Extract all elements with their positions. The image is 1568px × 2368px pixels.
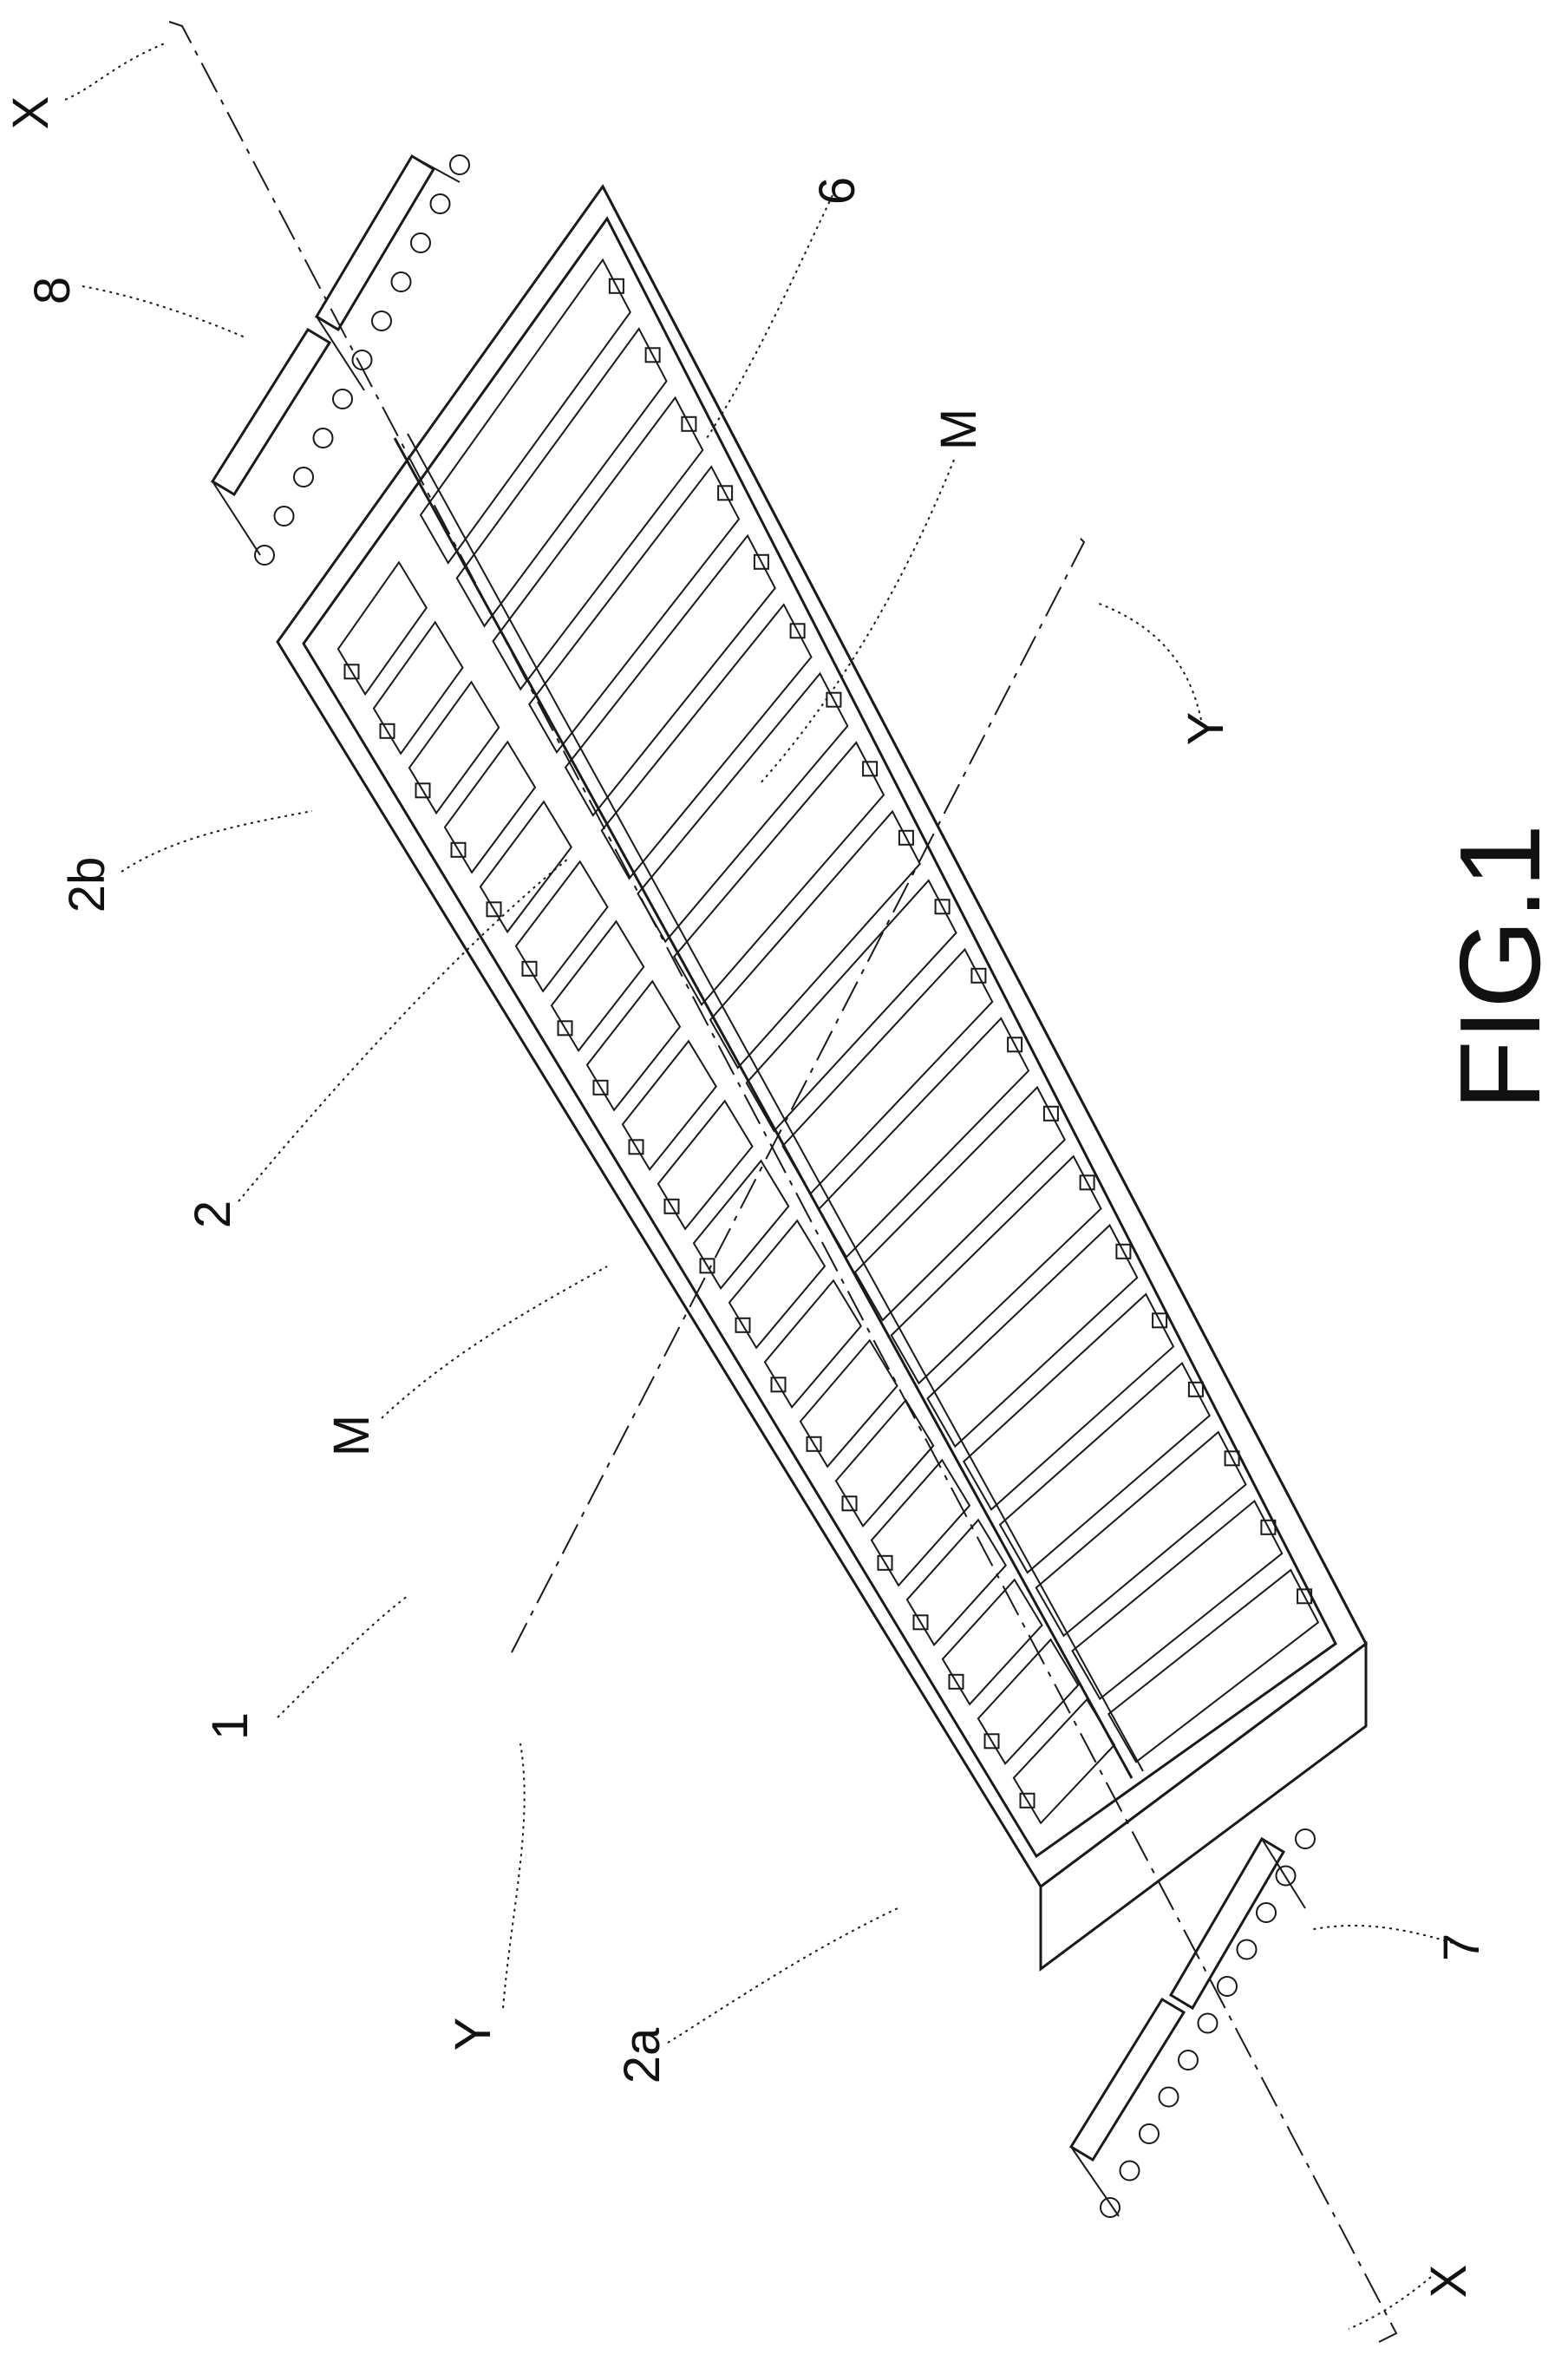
leader-6 <box>707 195 833 438</box>
connector-bolt <box>450 155 469 174</box>
label-m-right: M <box>931 409 987 450</box>
housing-top <box>278 186 1366 1887</box>
connector-bolt <box>411 233 430 252</box>
connector-bolt <box>1120 2162 1140 2181</box>
label-axis-x-top: X <box>3 96 59 130</box>
label-m-left: M <box>323 1415 380 1456</box>
leader-m-left <box>382 1266 607 1418</box>
connector-bolt <box>1257 1903 1276 1922</box>
leader-7 <box>1310 1926 1453 1943</box>
label-7: 7 <box>1434 1933 1490 1961</box>
leader-1 <box>278 1596 408 1717</box>
figure-caption: FIG.1 <box>1436 824 1564 1110</box>
connector-bolt <box>1218 1977 1237 1996</box>
connector-bolt <box>431 194 450 213</box>
label-axis-x-bottom: X <box>1421 2265 1477 2299</box>
label-axis-y-left: Y <box>445 2018 501 2051</box>
label-8: 8 <box>24 277 81 304</box>
label-2a: 2a <box>614 2027 670 2083</box>
leader-y-right <box>1097 603 1201 720</box>
connector-bolt <box>1238 1940 1257 1959</box>
connector-bolt <box>314 428 333 448</box>
leader-y-left <box>503 1743 525 2008</box>
label-1: 1 <box>202 1712 258 1740</box>
leader-2b <box>121 811 312 872</box>
label-axis-y-right: Y <box>1178 712 1234 746</box>
connector-bolt <box>255 546 274 565</box>
connector-bolt <box>333 389 352 409</box>
leader-x-top <box>65 43 165 100</box>
connector-bolt <box>294 468 313 487</box>
leader-8 <box>82 286 247 338</box>
label-2b: 2b <box>59 857 115 913</box>
connector-bolt <box>392 272 411 291</box>
connector-bolt <box>275 507 294 526</box>
connector-bolt <box>1140 2124 1159 2143</box>
connector-bolt <box>372 311 391 330</box>
leader-2a <box>668 1908 898 2043</box>
connector-bolt <box>1199 2014 1218 2033</box>
connector-bolt <box>1160 2088 1179 2107</box>
label-2: 2 <box>185 1200 241 1228</box>
connector-bolt <box>1296 1829 1315 1848</box>
label-6: 6 <box>809 177 866 205</box>
leader-x-bottom <box>1349 2277 1431 2329</box>
connector-bolt <box>1101 2198 1120 2217</box>
connector-bolt <box>1179 2051 1198 2070</box>
